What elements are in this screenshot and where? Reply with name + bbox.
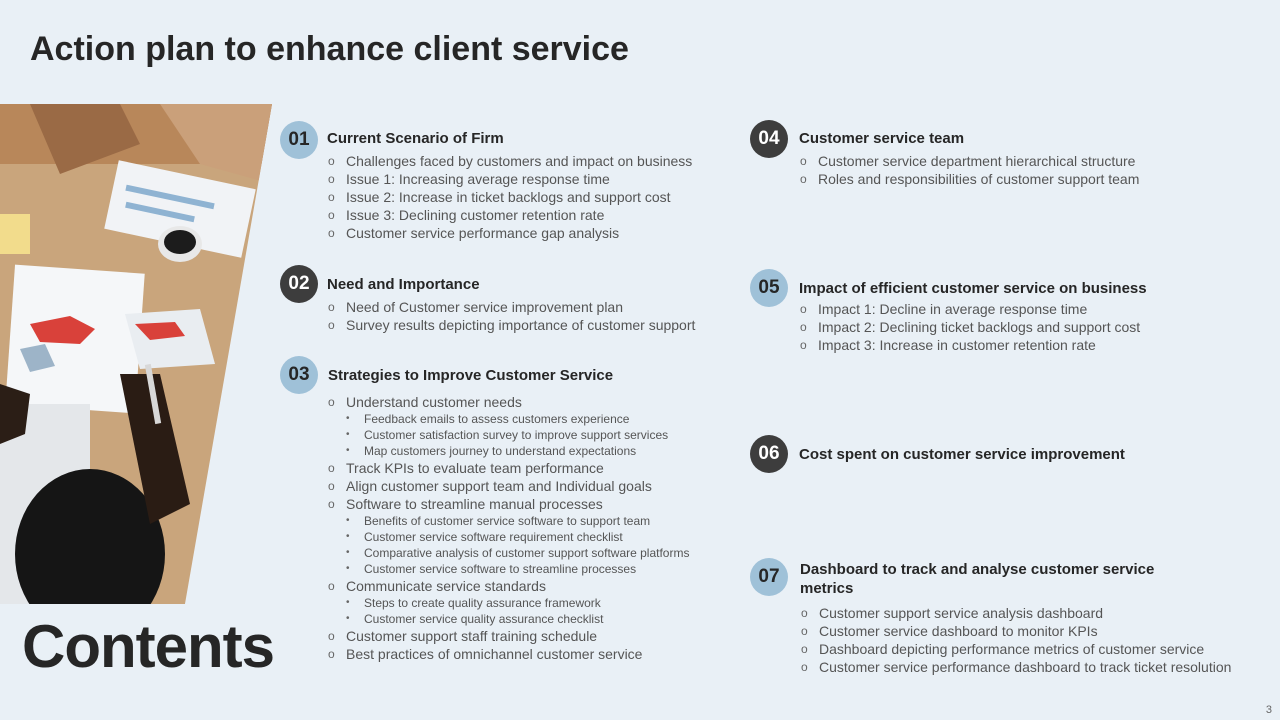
section-number-06: 06 (750, 435, 788, 473)
list-item: Issue 3: Declining customer retention ra… (328, 206, 692, 224)
section-title-01[interactable]: Current Scenario of Firm (327, 130, 504, 147)
meeting-photo (0, 104, 272, 604)
list-subitem: Feedback emails to assess customers expe… (328, 411, 689, 427)
list-item: Impact 3: Increase in customer retention… (800, 336, 1140, 354)
list-item: Customer service dashboard to monitor KP… (801, 622, 1231, 640)
list-item: Issue 1: Increasing average response tim… (328, 170, 692, 188)
list-subitem: Customer service quality assurance check… (328, 611, 689, 627)
list-subitem: Map customers journey to understand expe… (328, 443, 689, 459)
list-item: Impact 2: Declining ticket backlogs and … (800, 318, 1140, 336)
list-item: Communicate service standards (328, 577, 689, 595)
list-item: Understand customer needs (328, 393, 689, 411)
list-subitem: Comparative analysis of customer support… (328, 545, 689, 561)
section-number-04: 04 (750, 120, 788, 158)
section-title-02[interactable]: Need and Importance (327, 276, 480, 293)
list-item: Roles and responsibilities of customer s… (800, 170, 1139, 188)
list-item: Software to streamline manual processes (328, 495, 689, 513)
list-item: Customer service performance gap analysi… (328, 224, 692, 242)
section-number-01: 01 (280, 121, 318, 159)
list-item: Need of Customer service improvement pla… (328, 298, 695, 316)
list-item: Align customer support team and Individu… (328, 477, 689, 495)
list-subitem: Customer satisfaction survey to improve … (328, 427, 689, 443)
list-item: Impact 1: Decline in average response ti… (800, 300, 1140, 318)
list-item: Challenges faced by customers and impact… (328, 152, 692, 170)
section-title-06[interactable]: Cost spent on customer service improveme… (799, 446, 1125, 463)
page-title: Action plan to enhance client service (30, 30, 629, 68)
list-item: Issue 2: Increase in ticket backlogs and… (328, 188, 692, 206)
page-number: 3 (1265, 704, 1272, 716)
list-item: Customer support staff training schedule (328, 627, 689, 645)
section-title-03[interactable]: Strategies to Improve Customer Service (328, 367, 614, 384)
section-number-03: 03 (280, 356, 318, 394)
list-item: Customer support service analysis dashbo… (801, 604, 1231, 622)
section-number-07: 07 (750, 558, 788, 596)
section-number-02: 02 (280, 265, 318, 303)
list-item: Track KPIs to evaluate team performance (328, 459, 689, 477)
contents-heading: Contents (22, 613, 275, 680)
list-subitem: Customer service software to streamline … (328, 561, 689, 577)
list-item: Survey results depicting importance of c… (328, 316, 695, 334)
list-subitem: Benefits of customer service software to… (328, 513, 689, 529)
list-subitem: Steps to create quality assurance framew… (328, 595, 689, 611)
section-title-04[interactable]: Customer service team (799, 130, 965, 147)
list-item: Customer service department hierarchical… (800, 152, 1139, 170)
list-item: Dashboard depicting performance metrics … (801, 640, 1231, 658)
list-subitem: Customer service software requirement ch… (328, 529, 689, 545)
section-number-05: 05 (750, 269, 788, 307)
list-item: Customer service performance dashboard t… (801, 658, 1231, 676)
section-title-05[interactable]: Impact of efficient customer service on … (799, 280, 1147, 297)
section-title-07[interactable]: Dashboard to track and analyse customer … (800, 561, 1155, 597)
list-item: Best practices of omnichannel customer s… (328, 645, 689, 663)
